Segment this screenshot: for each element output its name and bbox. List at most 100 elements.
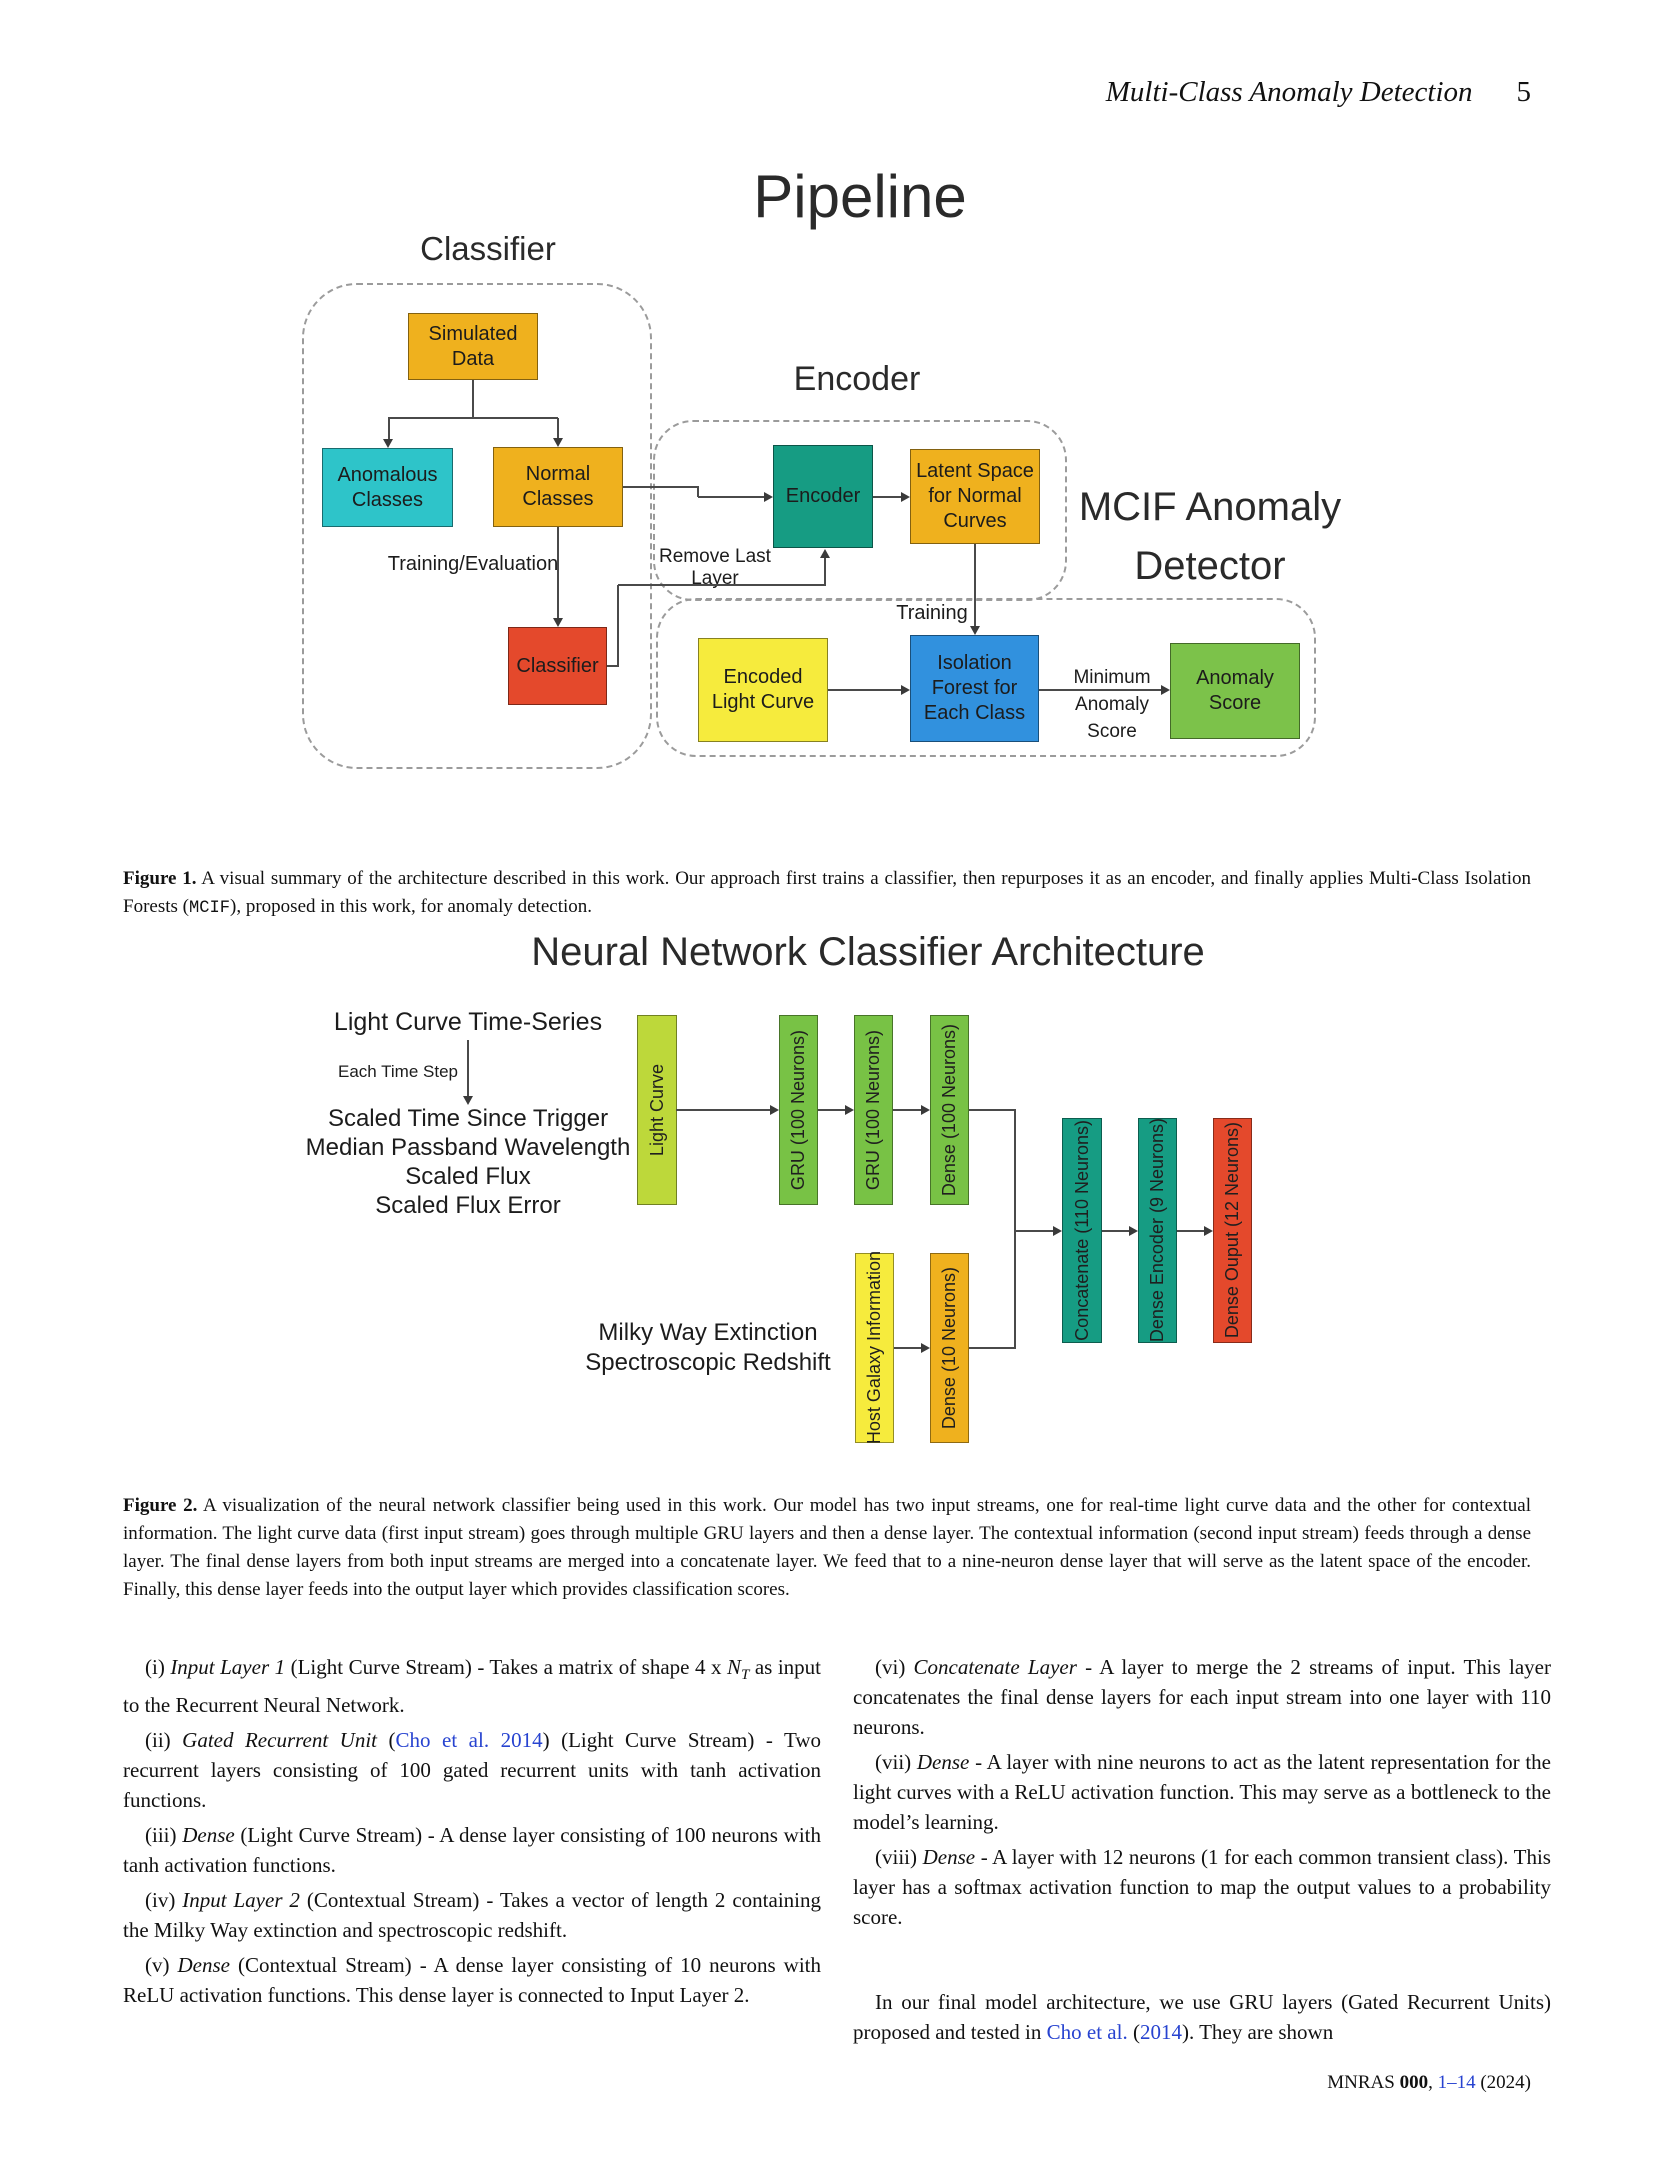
connector-line — [893, 1109, 922, 1111]
mcif-group-container — [656, 598, 1316, 757]
arrowhead — [553, 438, 563, 447]
connector-line — [969, 1109, 1016, 1111]
text-segment: (Light Curve Stream) - A dense layer con… — [123, 1823, 821, 1878]
encoded-light-curve-box: Encoded Light Curve — [698, 638, 828, 742]
text-segment: Dense — [182, 1823, 235, 1848]
citation-link[interactable]: Cho et al. — [1046, 2020, 1128, 2044]
feature-milky-way-extinction: Milky Way Extinction — [598, 1319, 818, 1346]
text-segment: (Light Curve Stream) - Takes a matrix of… — [285, 1655, 727, 1679]
dense-100-layer-label: Dense (100 Neurons) — [939, 1023, 959, 1197]
figure1-caption: Figure 1. A visual summary of the archit… — [123, 865, 1531, 923]
text-segment: Concatenate Layer — [913, 1655, 1077, 1679]
figure2-caption: Figure 2. A visualization of the neural … — [123, 1492, 1531, 1604]
connector-line — [824, 557, 826, 585]
arrowhead — [1129, 1226, 1138, 1236]
encoder-box: Encoder — [773, 445, 873, 548]
feature-scaled-time: Scaled Time Since Trigger — [327, 1105, 609, 1132]
dense-10-layer-label: Dense (10 Neurons) — [939, 1266, 959, 1430]
text-segment: Gated Recurrent Unit — [182, 1728, 377, 1753]
training-evaluation-label: Training/Evaluation — [387, 553, 559, 575]
text-segment: (vii) — [875, 1750, 917, 1774]
text-segment: Dense — [916, 1750, 970, 1774]
text-segment: (iii) — [145, 1823, 183, 1848]
text-segment: (ii) — [145, 1728, 183, 1753]
normal-classes-box: Normal Classes — [493, 447, 623, 527]
text-segment: , — [1428, 2072, 1438, 2093]
page-number: 5 — [1516, 76, 1532, 108]
text-segment: A visualization of the neural network cl… — [123, 1495, 1531, 1600]
time-step-features-list: Scaled Time Since Trigger Median Passban… — [268, 1104, 668, 1220]
anomaly-score-box: Anomaly Score — [1170, 643, 1300, 739]
classifier-group-container — [302, 283, 652, 769]
arrowhead — [970, 626, 980, 635]
connector-line — [618, 584, 826, 586]
arrowhead — [845, 1105, 854, 1115]
host-galaxy-layer-label: Host Galaxy Information — [864, 1251, 884, 1445]
body-column-right: (vi) Concatenate Layer - A layer to merg… — [853, 1652, 1551, 2052]
arrowhead — [1161, 685, 1170, 695]
journal-footer: MNRAS 000, 1–14 (2024) — [1000, 2072, 1531, 2094]
text-segment: (Contextual Stream) - A dense layer cons… — [123, 1953, 821, 2008]
body-paragraph: (v) Dense (Contextual Stream) - A dense … — [123, 1950, 821, 2010]
text-segment: MCIF — [188, 899, 231, 918]
arrowhead — [770, 1105, 779, 1115]
contextual-features-list: Milky Way Extinction Spectroscopic Redsh… — [558, 1318, 858, 1378]
connector-line — [1177, 1230, 1205, 1232]
citation-link[interactable]: Cho et al. 2014 — [395, 1728, 543, 1753]
text-segment: T — [740, 1667, 750, 1684]
text-segment: A visual summary of the architecture des… — [123, 868, 1531, 917]
concatenate-layer-label: Concatenate (110 Neurons) — [1071, 1120, 1092, 1341]
citation-link[interactable]: 2014 — [1139, 2020, 1182, 2044]
gru1-layer-box: GRU (100 Neurons) — [779, 1015, 818, 1205]
connector-line — [818, 1109, 846, 1111]
feature-median-passband: Median Passband Wavelength — [305, 1134, 631, 1161]
anomalous-classes-box: Anomalous Classes — [322, 448, 453, 527]
body-paragraph: (iv) Input Layer 2 (Contextual Stream) -… — [123, 1885, 821, 1945]
text-segment: (2024) — [1475, 2072, 1531, 2093]
remove-last-layer-label: Remove Last Layer — [659, 546, 771, 589]
text-segment: Dense — [177, 1953, 230, 1978]
mcif-group-label-line2: Detector — [1134, 544, 1286, 588]
figure1-title: Pipeline — [753, 163, 967, 230]
figure2-title: Neural Network Classifier Architecture — [531, 930, 1205, 974]
connector-line — [467, 1040, 469, 1097]
dense-100-layer-box: Dense (100 Neurons) — [930, 1015, 969, 1205]
connector-line — [1015, 1230, 1054, 1232]
connector-line — [557, 527, 559, 619]
arrowhead — [1053, 1226, 1062, 1236]
running-title: Multi-Class Anomaly Detection — [1105, 76, 1473, 108]
mcif-group-label: MCIF Anomaly Detector — [1010, 478, 1410, 596]
concatenate-layer-box: Concatenate (110 Neurons) — [1062, 1118, 1102, 1343]
connector-line — [1039, 689, 1162, 691]
dense-encoder-layer-label: Dense Encoder (9 Neurons) — [1147, 1118, 1167, 1343]
feature-scaled-flux: Scaled Flux — [405, 1163, 531, 1190]
page-header: Multi-Class Anomaly Detection 5 — [700, 76, 1531, 109]
connector-line — [388, 418, 390, 440]
text-segment: (i) — [145, 1655, 171, 1679]
dense-output-layer-box: Dense Ouput (12 Neurons) — [1213, 1118, 1252, 1343]
gru1-layer-label: GRU (100 Neurons) — [788, 1029, 808, 1191]
dense-encoder-layer-box: Dense Encoder (9 Neurons) — [1138, 1118, 1177, 1343]
text-segment: In our final model architecture, we use … — [853, 1990, 1551, 2044]
connector-line — [873, 496, 902, 498]
text-segment: Dense — [922, 1845, 976, 1869]
text-segment: ), proposed in this work, for anomaly de… — [230, 896, 593, 917]
text-segment: ( — [377, 1728, 396, 1753]
body-paragraph: (vii) Dense - A layer with nine neurons … — [853, 1747, 1551, 1837]
body-paragraph: (viii) Dense - A layer with 12 neurons (… — [853, 1842, 1551, 1932]
text-segment: (viii) — [875, 1845, 923, 1869]
minimum-anomaly-score-label: Minimum Anomaly Score — [1073, 667, 1151, 742]
arrowhead — [1204, 1226, 1213, 1236]
connector-line — [623, 486, 699, 488]
dense-output-layer-label: Dense Ouput (12 Neurons) — [1222, 1122, 1242, 1339]
connector-line — [974, 544, 976, 627]
body-paragraph: In our final model architecture, we use … — [853, 1987, 1551, 2047]
arrowhead — [553, 618, 563, 627]
light-curve-layer-box: Light Curve — [637, 1015, 677, 1205]
simulated-data-box: Simulated Data — [408, 313, 538, 380]
citation-link[interactable]: 1–14 — [1437, 2072, 1476, 2093]
connector-line — [388, 417, 558, 419]
gru2-layer-label: GRU (100 Neurons) — [863, 1029, 883, 1191]
arrowhead — [921, 1105, 930, 1115]
